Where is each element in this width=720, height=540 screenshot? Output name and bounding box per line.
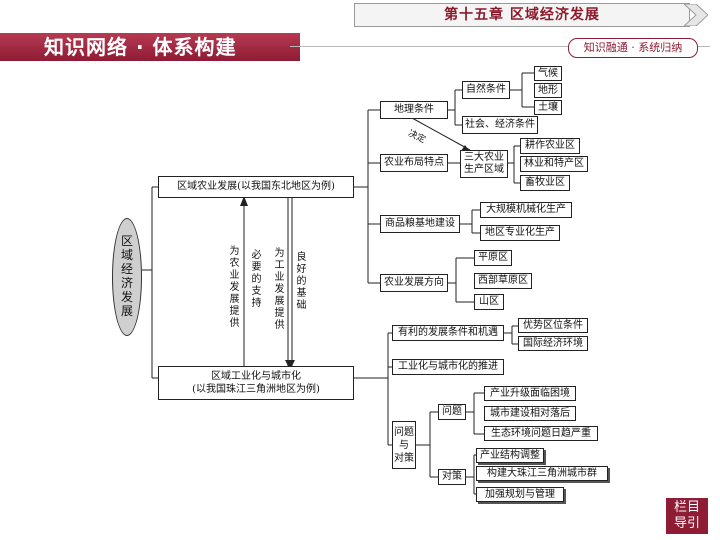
- three-zones-line2: 生产区域: [464, 164, 504, 175]
- mountain-node: 山区: [474, 294, 504, 310]
- chevron-right-icon[interactable]: [684, 4, 708, 26]
- climate-node: 气候: [534, 66, 562, 81]
- geo-node: 地理条件: [380, 101, 448, 119]
- terrain-node: 地形: [534, 83, 562, 98]
- socio-node: 社会、经济条件: [462, 116, 538, 134]
- special-node: 地区专业化生产: [480, 225, 560, 241]
- problem-solution-node: 问题 与 对策: [392, 421, 416, 469]
- problem-solution-line1: 问题: [394, 426, 414, 438]
- nav-label-line2: 导引: [673, 516, 700, 531]
- root-label: 区域经济发展: [121, 234, 134, 318]
- soil-node: 土壤: [534, 100, 562, 115]
- section-banner-title: 知识网络 · 体系构建: [44, 35, 237, 59]
- problem-2-node: 城市建设相对落后: [484, 406, 576, 421]
- layout-node: 农业布局特点: [380, 154, 448, 172]
- root-node: [112, 218, 142, 336]
- intl-node: 国际经济环境: [518, 336, 588, 351]
- problem-1-node: 产业升级面临困境: [484, 386, 576, 401]
- measure-3-node: 加强规划与管理: [476, 487, 564, 502]
- measures-node: 对策: [438, 469, 466, 485]
- favor-node: 有利的发展条件和机遇: [392, 325, 504, 341]
- measure-2-node: 构建大珠江三角洲城市群: [476, 466, 608, 481]
- problems-node: 问题: [438, 404, 466, 420]
- measure-1-node: 产业结构调整: [476, 448, 544, 463]
- advance-node: 工业化与城市化的推进: [392, 359, 504, 375]
- plain-node: 平原区: [474, 250, 512, 266]
- direction-node: 农业发展方向: [380, 274, 448, 292]
- link-label-2: 必要的支持: [251, 250, 262, 309]
- livestock-zone-node: 畜牧业区: [520, 175, 570, 191]
- farm-zone-node: 耕作农业区: [520, 138, 580, 154]
- link-label-1: 为农业发展提供: [229, 246, 240, 329]
- link-label-4: 良好的基础: [296, 252, 307, 311]
- industry-node: 区域工业化与城市化 (以我国珠江三角洲地区为例): [158, 366, 354, 400]
- header-divider: [290, 46, 710, 47]
- industry-node-line1: 区域工业化与城市化: [211, 371, 301, 382]
- industry-node-line2: (以我国珠江三角洲地区为例): [192, 384, 320, 395]
- three-zones-node: 三大农业 生产区域: [460, 150, 508, 178]
- section-banner: [0, 33, 300, 61]
- problem-3-node: 生态环境问题日趋严重: [484, 426, 598, 441]
- natural-node: 自然条件: [462, 81, 510, 99]
- nav-label-line1: 栏目: [673, 500, 700, 515]
- link-label-3: 为工业发展提供: [274, 248, 285, 331]
- forest-zone-node: 林业和特产区: [520, 156, 588, 172]
- problem-solution-line2: 与: [399, 439, 409, 451]
- west-node: 西部草原区: [474, 273, 532, 289]
- section-nav-button[interactable]: 栏目 导引: [666, 498, 708, 534]
- chapter-title: 第十五章 区域经济发展: [354, 3, 690, 27]
- grain-node: 商品粮基地建设: [380, 215, 460, 233]
- three-zones-line1: 三大农业: [464, 152, 504, 163]
- location-node: 优势区位条件: [518, 318, 588, 333]
- section-tag: 知识融通 · 系统归纳: [568, 38, 698, 58]
- problem-solution-line3: 对策: [394, 452, 414, 464]
- mech-node: 大规模机械化生产: [480, 202, 572, 218]
- agri-node: 区域农业发展(以我国东北地区为例): [158, 176, 354, 198]
